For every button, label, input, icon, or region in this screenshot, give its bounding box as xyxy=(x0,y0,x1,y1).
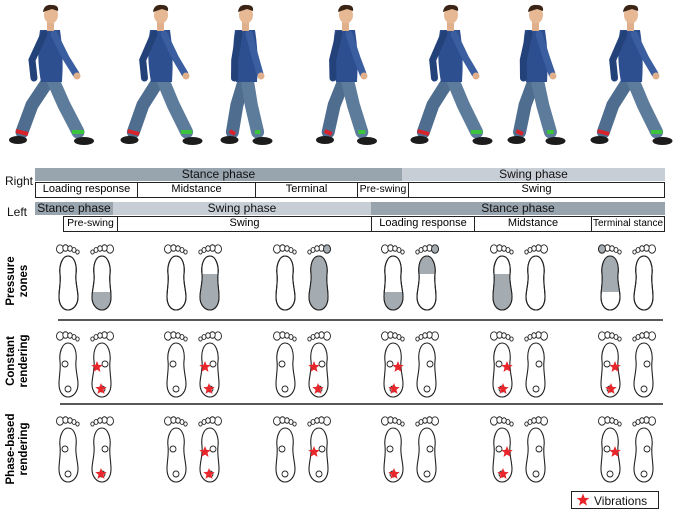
left-subphase-pre-swing: Pre-swing xyxy=(63,216,118,232)
legend: Vibrations xyxy=(571,491,659,509)
left-foot xyxy=(491,245,516,312)
foot-pair-phase-4 xyxy=(382,417,439,482)
left-swing-phase-label: Swing phase xyxy=(113,202,371,215)
foot-pair-pressure-5 xyxy=(491,245,548,312)
right-foot xyxy=(306,245,331,312)
left-foot xyxy=(165,245,188,310)
foot-pair-pressure-6 xyxy=(599,245,656,310)
walking-person-4 xyxy=(316,5,377,145)
right-foot xyxy=(416,417,439,482)
right-subphase-midstance: Midstance xyxy=(137,182,256,198)
left-stance-phase-label-a: Stance phase xyxy=(35,202,113,215)
right-foot xyxy=(633,332,656,397)
left-foot xyxy=(165,332,188,397)
foot-pair-constant-1 xyxy=(57,332,114,397)
left-subphase-loading-response: Loading response xyxy=(371,216,475,232)
left-foot xyxy=(599,417,622,482)
right-side-label: Right xyxy=(5,174,33,188)
left-foot xyxy=(382,332,405,397)
star-icon xyxy=(576,493,590,507)
right-subphase-pre-swing: Pre-swing xyxy=(357,182,409,198)
left-foot xyxy=(57,245,80,310)
right-stance-phase-bar: Stance phase xyxy=(35,168,402,181)
left-subphase-terminal-stance: Terminal stance xyxy=(591,216,665,232)
left-foot xyxy=(382,417,405,482)
foot-pair-constant-3 xyxy=(274,332,331,397)
walking-sequence xyxy=(0,0,673,160)
foot-pair-phase-2 xyxy=(165,417,222,482)
right-foot xyxy=(91,332,114,397)
left-foot xyxy=(57,332,80,397)
left-foot xyxy=(382,245,407,312)
foot-pair-phase-5 xyxy=(491,417,548,482)
walking-person-6 xyxy=(508,5,566,145)
feet-grid xyxy=(0,232,673,512)
foot-pair-constant-5 xyxy=(491,332,548,397)
right-subphase-swing: Swing xyxy=(408,182,665,198)
left-foot xyxy=(57,417,80,482)
left-subphase-swing: Swing xyxy=(117,216,372,232)
left-foot xyxy=(274,332,297,397)
right-subphase-terminal: Terminal xyxy=(255,182,358,198)
foot-pair-phase-3 xyxy=(274,417,331,482)
walking-person-5 xyxy=(411,5,493,145)
foot-pair-constant-4 xyxy=(382,332,439,397)
right-subphase-loading-response: Loading response xyxy=(35,182,138,198)
row-label-pressure-zones: Pressure zones xyxy=(5,241,31,321)
right-foot xyxy=(199,332,222,397)
walking-person-1 xyxy=(9,5,94,145)
walking-person-2 xyxy=(121,5,203,145)
foot-pair-phase-1 xyxy=(57,417,114,482)
row-label-constant-rendering: Constant rendering xyxy=(5,321,31,401)
right-foot xyxy=(89,245,114,312)
right-foot xyxy=(308,332,331,397)
left-foot xyxy=(491,417,514,482)
left-foot xyxy=(599,245,624,310)
pressure-zone xyxy=(599,254,623,292)
left-foot xyxy=(274,417,297,482)
walking-person-3 xyxy=(221,5,273,145)
right-foot xyxy=(91,417,114,482)
left-stance-phase-bar-b: Stance phase xyxy=(371,202,665,215)
right-foot xyxy=(525,245,548,310)
right-foot xyxy=(525,332,548,397)
right-foot xyxy=(525,417,548,482)
left-foot xyxy=(165,417,188,482)
foot-pair-pressure-1 xyxy=(57,245,114,312)
right-foot xyxy=(197,245,222,312)
left-foot xyxy=(491,332,514,397)
right-swing-phase-bar: Swing phase xyxy=(402,168,665,181)
foot-pair-phase-6 xyxy=(599,417,656,482)
foot-pair-pressure-2 xyxy=(165,245,222,312)
legend-label: Vibrations xyxy=(594,494,647,508)
right-foot xyxy=(633,417,656,482)
foot-pair-pressure-4 xyxy=(382,245,439,312)
right-foot xyxy=(416,332,439,397)
foot-pair-constant-2 xyxy=(165,332,222,397)
left-subphase-midstance: Midstance xyxy=(474,216,592,232)
row-label-phase-based-rendering: Phase-based rendering xyxy=(5,404,31,494)
right-stance-phase-label: Stance phase xyxy=(35,168,402,181)
left-stance-phase-bar-a: Stance phase xyxy=(35,202,113,215)
right-foot xyxy=(633,245,656,310)
right-foot xyxy=(308,417,331,482)
right-foot xyxy=(199,417,222,482)
walking-person-7 xyxy=(591,5,673,145)
right-swing-phase-label: Swing phase xyxy=(402,168,665,181)
left-swing-phase-bar: Swing phase xyxy=(113,202,371,215)
foot-pair-pressure-3 xyxy=(274,245,331,312)
right-foot xyxy=(414,245,439,310)
left-stance-phase-label-b: Stance phase xyxy=(371,202,665,215)
left-foot xyxy=(599,332,622,397)
left-foot xyxy=(274,245,297,310)
foot-pair-constant-6 xyxy=(599,332,656,397)
left-side-label: Left xyxy=(7,205,27,219)
